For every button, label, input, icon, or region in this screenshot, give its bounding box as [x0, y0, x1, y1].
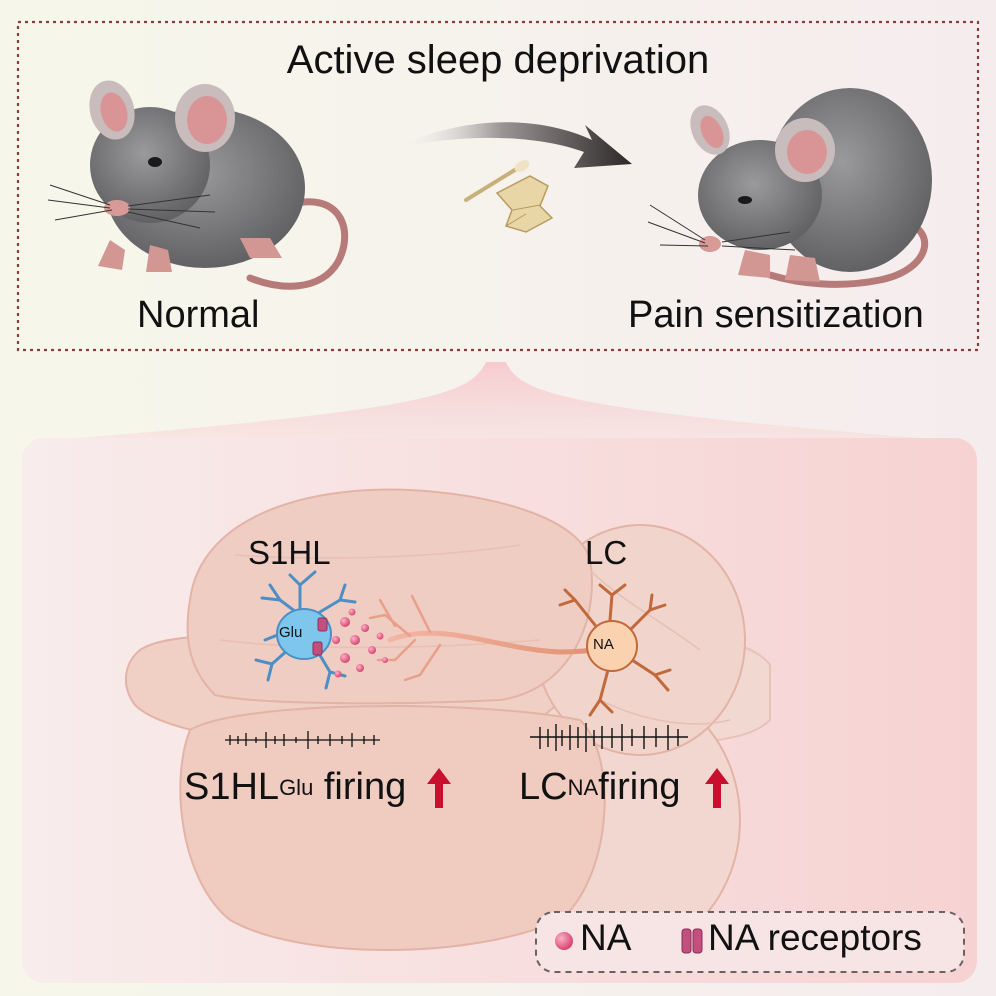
lc-firing-trace: [530, 723, 688, 752]
s1hl-up-arrow-icon: [427, 768, 451, 808]
cotton-swab-icon: [464, 160, 530, 202]
s1hl-firing-trace: [225, 731, 380, 749]
legend-box: [535, 911, 965, 973]
bedding-icon: [495, 175, 554, 233]
pain-sensitization-label: Pain sensitization: [628, 294, 924, 336]
legend-na-label: NA: [580, 917, 632, 958]
glu-cell-label: Glu: [279, 624, 303, 641]
s1hl-region-label: S1HL: [248, 534, 331, 571]
diagram-title: Active sleep deprivation: [286, 38, 710, 82]
na-dot-legend-icon: [555, 932, 573, 950]
transition-arrow: [395, 122, 632, 168]
na-cell-label: NA: [593, 636, 614, 653]
s1hl-firing-main: S1HL: [184, 766, 280, 808]
brain-illustration: [124, 488, 771, 956]
lc-firing-superscript: NA: [567, 775, 599, 800]
na-receptor-icons: [312, 617, 328, 656]
na-receptor-legend-icon: [681, 928, 703, 954]
lc-firing-label: LCNAfiring: [519, 766, 681, 809]
s1hl-firing-tail: firing: [313, 766, 407, 808]
normal-label: Normal: [137, 294, 260, 336]
lc-firing-main: LC: [519, 766, 568, 808]
bedding-fold: [505, 204, 541, 227]
normal-mouse-illustration: [47, 80, 349, 290]
pain-mouse-illustration: [647, 88, 932, 288]
lc-up-arrow-icon: [705, 768, 729, 808]
zoom-funnel: [30, 362, 968, 442]
legend-receptors-label: NA receptors: [708, 917, 922, 958]
na-dots: [332, 608, 388, 678]
na-neuron: [558, 583, 672, 717]
s1hl-firing-superscript: Glu: [279, 775, 314, 800]
lc-region-label: LC: [585, 534, 628, 571]
lc-firing-tail: firing: [598, 766, 681, 808]
s1hl-firing-label: S1HLGlu firing: [184, 766, 406, 809]
